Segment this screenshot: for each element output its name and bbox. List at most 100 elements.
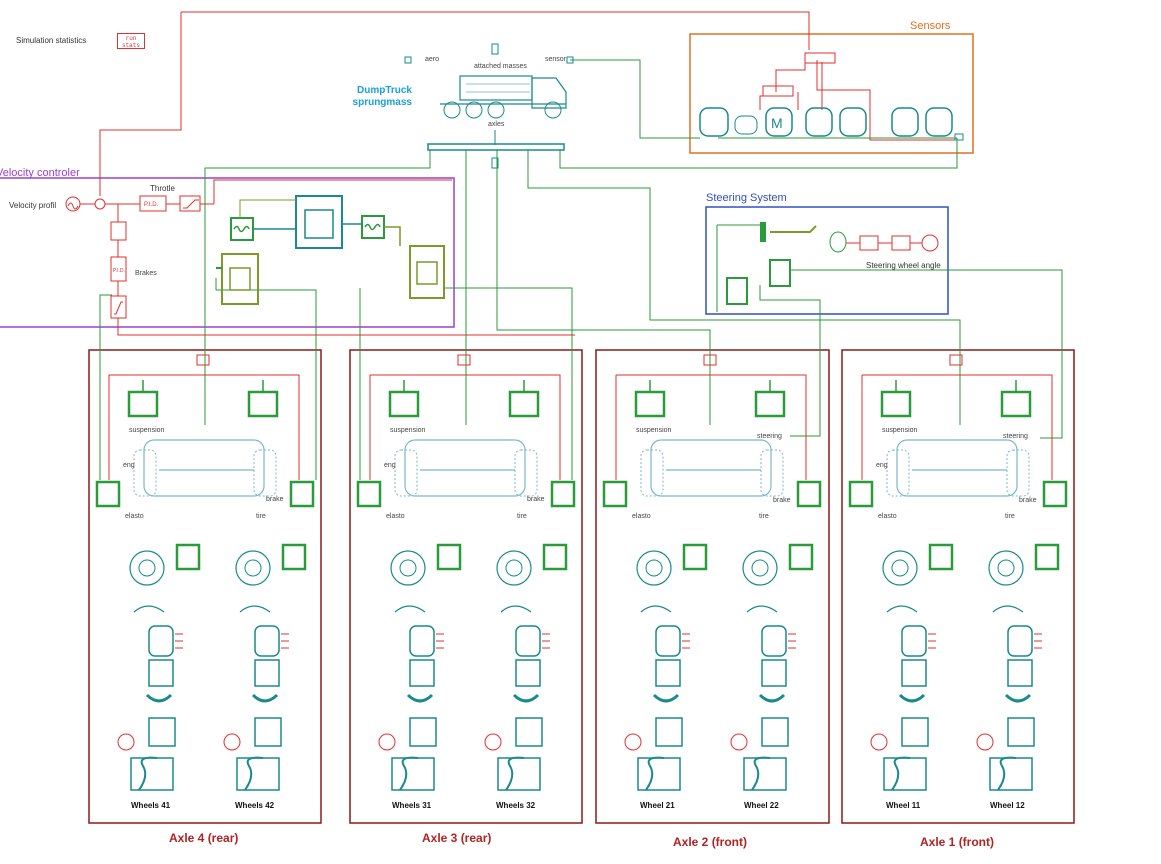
axle1-suspension-1[interactable] bbox=[1000, 390, 1032, 418]
axle2-slip-1[interactable] bbox=[761, 625, 787, 657]
axle1-slip-0[interactable] bbox=[901, 625, 927, 657]
sensor-angle[interactable] bbox=[891, 107, 919, 137]
axle1-road-1[interactable] bbox=[989, 757, 1033, 791]
axle3-road-0[interactable] bbox=[391, 757, 435, 791]
axle2-tire-0[interactable] bbox=[636, 550, 672, 586]
steering-linkage[interactable] bbox=[770, 225, 817, 233]
sensor-euler[interactable] bbox=[925, 107, 953, 137]
axles-bus[interactable] bbox=[427, 143, 565, 151]
differential-rear[interactable] bbox=[409, 245, 445, 299]
axle1-road-0[interactable] bbox=[883, 757, 927, 791]
summing-junction[interactable] bbox=[94, 198, 106, 210]
axle3-suspension-1[interactable] bbox=[508, 390, 540, 418]
aero-port[interactable] bbox=[404, 56, 412, 64]
axle2-k-gain[interactable] bbox=[703, 354, 717, 366]
axle2-suspension-1[interactable] bbox=[754, 390, 786, 418]
axles-bus-port[interactable] bbox=[491, 157, 499, 169]
axle3-k-gain[interactable] bbox=[457, 354, 471, 366]
axle3-road-1[interactable] bbox=[497, 757, 541, 791]
sensor-mass[interactable] bbox=[765, 107, 793, 137]
axle4-road-cond-1[interactable] bbox=[254, 717, 282, 747]
axle3-slip-1[interactable] bbox=[515, 625, 541, 657]
axle4-tire-1[interactable] bbox=[235, 550, 271, 586]
axle3-forces-0[interactable] bbox=[409, 659, 435, 687]
axle1-friction-k-0[interactable] bbox=[870, 733, 888, 751]
axle1-axle-body[interactable] bbox=[896, 439, 1018, 497]
sensor-demux[interactable] bbox=[762, 85, 794, 97]
sensor-velocity[interactable] bbox=[805, 107, 833, 137]
axle4-brake-left[interactable] bbox=[95, 480, 121, 508]
axle2-elasto-1[interactable] bbox=[788, 543, 814, 571]
axle3-elasto-1[interactable] bbox=[542, 543, 568, 571]
steering-column-joint[interactable] bbox=[829, 231, 847, 253]
axle1-tire-0[interactable] bbox=[882, 550, 918, 586]
sensor-angular[interactable] bbox=[839, 107, 867, 137]
sensor-filter[interactable] bbox=[734, 115, 758, 135]
axle2-forces-0[interactable] bbox=[655, 659, 681, 687]
steering-rate-limit[interactable] bbox=[859, 235, 879, 251]
attached-masses-port[interactable] bbox=[491, 43, 499, 55]
sensor-end-port[interactable] bbox=[954, 133, 964, 141]
axle4-k-gain[interactable] bbox=[196, 354, 210, 366]
axle2-friction-k-1[interactable] bbox=[730, 733, 748, 751]
axle1-brake-left[interactable] bbox=[848, 480, 874, 508]
axle4-slip-0[interactable] bbox=[148, 625, 174, 657]
axle2-slip-0[interactable] bbox=[655, 625, 681, 657]
axle1-k-gain[interactable] bbox=[949, 354, 963, 366]
axle1-elasto-0[interactable] bbox=[928, 543, 954, 571]
axle2-suspension-0[interactable] bbox=[634, 390, 666, 418]
axle1-forces-1[interactable] bbox=[1007, 659, 1033, 687]
axle3-tire-0[interactable] bbox=[390, 550, 426, 586]
sensor-mux[interactable] bbox=[804, 52, 836, 64]
axle1-road-cond-1[interactable] bbox=[1007, 717, 1035, 747]
axle4-friction-k-0[interactable] bbox=[117, 733, 135, 751]
axle3-brake-right[interactable] bbox=[550, 480, 576, 508]
axle2-forces-1[interactable] bbox=[761, 659, 787, 687]
axle2-tire-1[interactable] bbox=[742, 550, 778, 586]
axle1-friction-k-1[interactable] bbox=[976, 733, 994, 751]
axle1-tire-1[interactable] bbox=[988, 550, 1024, 586]
run-stats-button[interactable]: run stats bbox=[117, 33, 145, 49]
axle1-road-cond-0[interactable] bbox=[901, 717, 929, 747]
axle4-brake-right[interactable] bbox=[289, 480, 315, 508]
axle4-elasto-0[interactable] bbox=[175, 543, 201, 571]
axle4-forces-0[interactable] bbox=[148, 659, 174, 687]
axle2-brake-left[interactable] bbox=[602, 480, 628, 508]
axle4-axle-body[interactable] bbox=[143, 439, 265, 497]
axle4-suspension-1[interactable] bbox=[247, 390, 279, 418]
axle1-suspension-0[interactable] bbox=[880, 390, 912, 418]
axle2-friction-k-0[interactable] bbox=[624, 733, 642, 751]
sensor-port[interactable] bbox=[566, 56, 574, 64]
axle4-slip-1[interactable] bbox=[254, 625, 280, 657]
axle3-forces-1[interactable] bbox=[515, 659, 541, 687]
brake-gain[interactable] bbox=[110, 221, 127, 241]
sensor-gyro[interactable] bbox=[699, 107, 729, 137]
axle4-road-0[interactable] bbox=[130, 757, 174, 791]
axle3-slip-0[interactable] bbox=[409, 625, 435, 657]
axle3-friction-k-1[interactable] bbox=[484, 733, 502, 751]
axle2-road-0[interactable] bbox=[637, 757, 681, 791]
axle3-friction-k-0[interactable] bbox=[378, 733, 396, 751]
axle2-road-cond-0[interactable] bbox=[655, 717, 683, 747]
axle4-road-1[interactable] bbox=[236, 757, 280, 791]
axle1-forces-0[interactable] bbox=[901, 659, 927, 687]
steering-damper-1[interactable] bbox=[726, 277, 748, 305]
axle4-road-cond-0[interactable] bbox=[148, 717, 176, 747]
axle1-slip-1[interactable] bbox=[1007, 625, 1033, 657]
axle3-road-cond-1[interactable] bbox=[515, 717, 543, 747]
axle3-road-cond-0[interactable] bbox=[409, 717, 437, 747]
axle3-elasto-0[interactable] bbox=[436, 543, 462, 571]
differential-front[interactable] bbox=[221, 253, 259, 305]
throttle-saturation[interactable] bbox=[179, 195, 201, 212]
axle1-brake-right[interactable] bbox=[1042, 480, 1068, 508]
steering-angle-source[interactable] bbox=[921, 234, 939, 252]
axle2-road-1[interactable] bbox=[743, 757, 787, 791]
axle3-suspension-0[interactable] bbox=[388, 390, 420, 418]
axle3-tire-1[interactable] bbox=[496, 550, 532, 586]
axle3-brake-left[interactable] bbox=[356, 480, 382, 508]
axle1-elasto-1[interactable] bbox=[1034, 543, 1060, 571]
steering-rack[interactable] bbox=[760, 222, 766, 242]
axle4-suspension-0[interactable] bbox=[127, 390, 159, 418]
axle2-axle-body[interactable] bbox=[650, 439, 772, 497]
axle4-forces-1[interactable] bbox=[254, 659, 280, 687]
